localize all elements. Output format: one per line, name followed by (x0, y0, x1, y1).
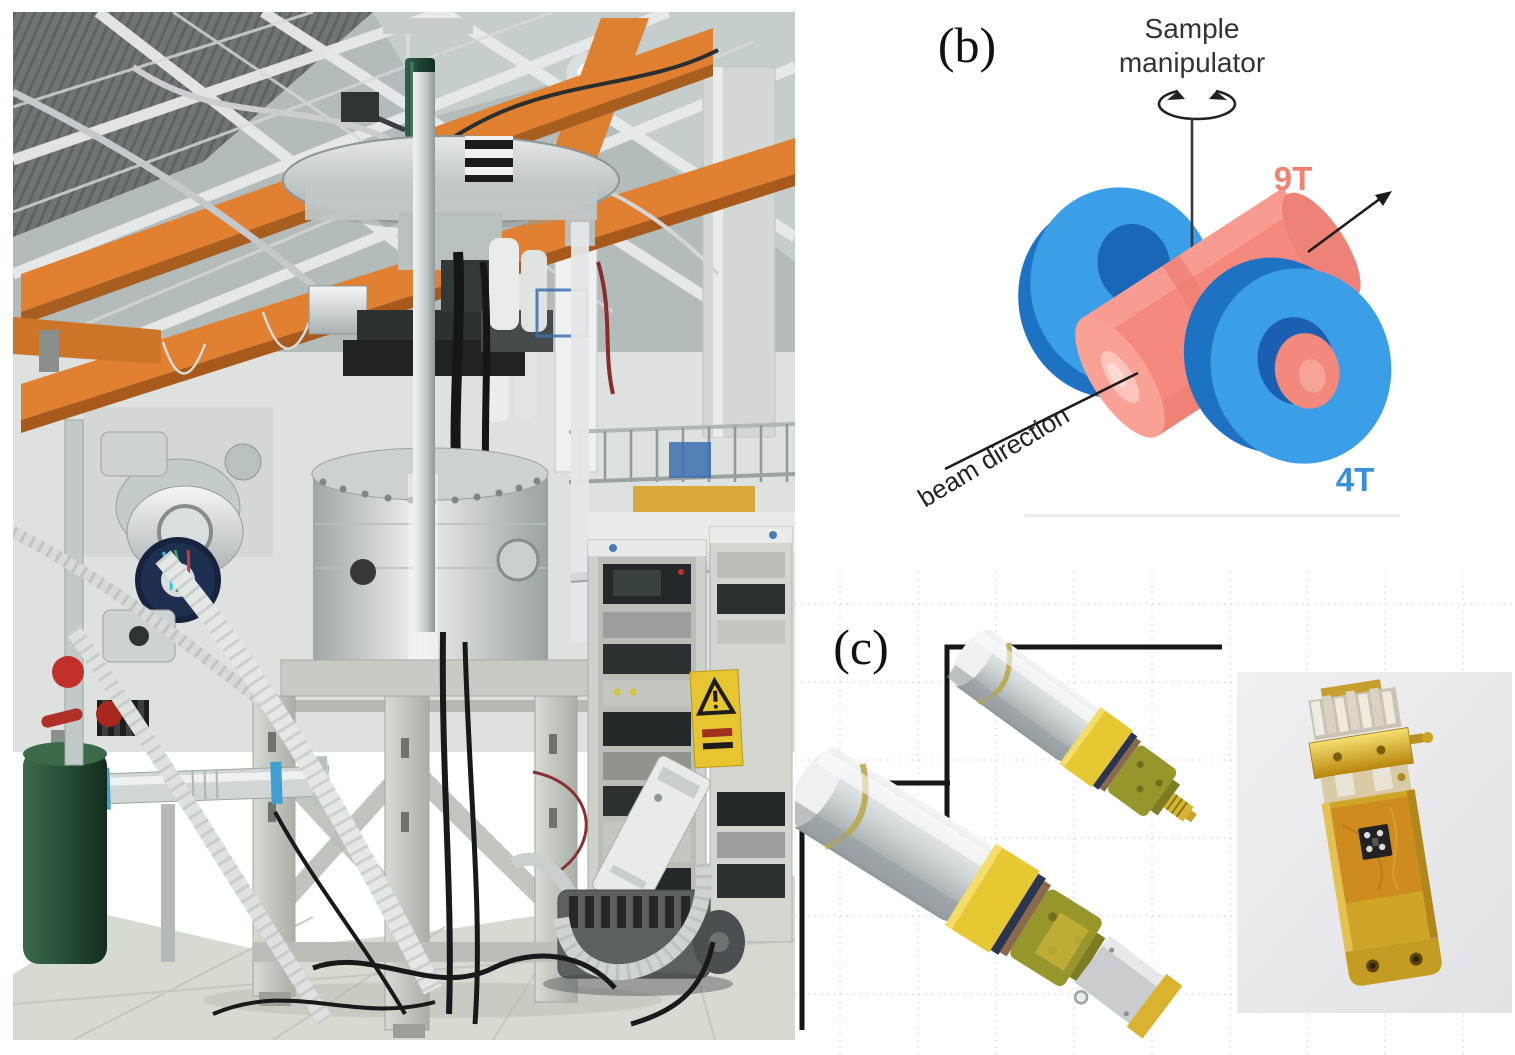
manipulator-head-figure: (c) (795, 572, 1515, 1055)
svg-text:manipulator: manipulator (1119, 47, 1265, 78)
rack-b-modules (717, 552, 785, 898)
baseline-shadow (1025, 514, 1400, 517)
beam-direction-label: beam direction (913, 400, 1075, 514)
warning-triangle-icon (695, 676, 737, 716)
sample-manipulator-label: Sample manipulator (1119, 13, 1265, 78)
sample-plate (1073, 936, 1183, 1039)
gold-clamp-ring (1308, 727, 1414, 780)
crane-beam-lower (21, 138, 795, 420)
panel-c: (c) (795, 572, 1515, 1055)
hoses-and-cables (13, 526, 716, 1027)
red-valve-wheel (52, 656, 84, 688)
vacuum-pump (509, 852, 745, 996)
magnet-diagram: (b) Sample manipulator (913, 13, 1400, 517)
sample-holder (1308, 679, 1442, 986)
gas-cylinder (23, 730, 107, 964)
label-9t: 9T (1274, 160, 1313, 197)
svg-text:Sample: Sample (1145, 13, 1240, 44)
rotation-arrows-icon (1157, 89, 1237, 121)
sample-holder-photo (1237, 672, 1512, 1013)
cad-head-large (795, 748, 1183, 1039)
panel-b: (b) Sample manipulator (895, 0, 1515, 560)
mezzanine-machine (633, 486, 755, 512)
right-pillar (571, 222, 589, 642)
cryostat-top-flange (282, 135, 620, 270)
vessel-port-flange (496, 538, 540, 582)
striped-cylinder (465, 136, 513, 182)
endstation-photo (13, 12, 795, 1040)
cad-head-small (946, 629, 1197, 823)
tilted-controller-box (592, 755, 711, 913)
warning-sign (689, 668, 744, 769)
front-pillar (413, 72, 435, 632)
endstation-photo-scene (13, 12, 795, 1040)
panel-b-label-text: (b) (938, 17, 996, 73)
red-cable-loop (532, 770, 588, 876)
holder-foot (1345, 937, 1442, 986)
beam-direction-arrow (944, 191, 1392, 471)
panel-c-label: (c) (833, 619, 889, 675)
ceramic-connectors (1310, 687, 1396, 736)
bracket-upper-icon (944, 644, 1222, 843)
coil-4t-front-ring (1183, 257, 1392, 464)
mounted-sample (1358, 824, 1393, 860)
label-4t: 4T (1336, 461, 1375, 498)
